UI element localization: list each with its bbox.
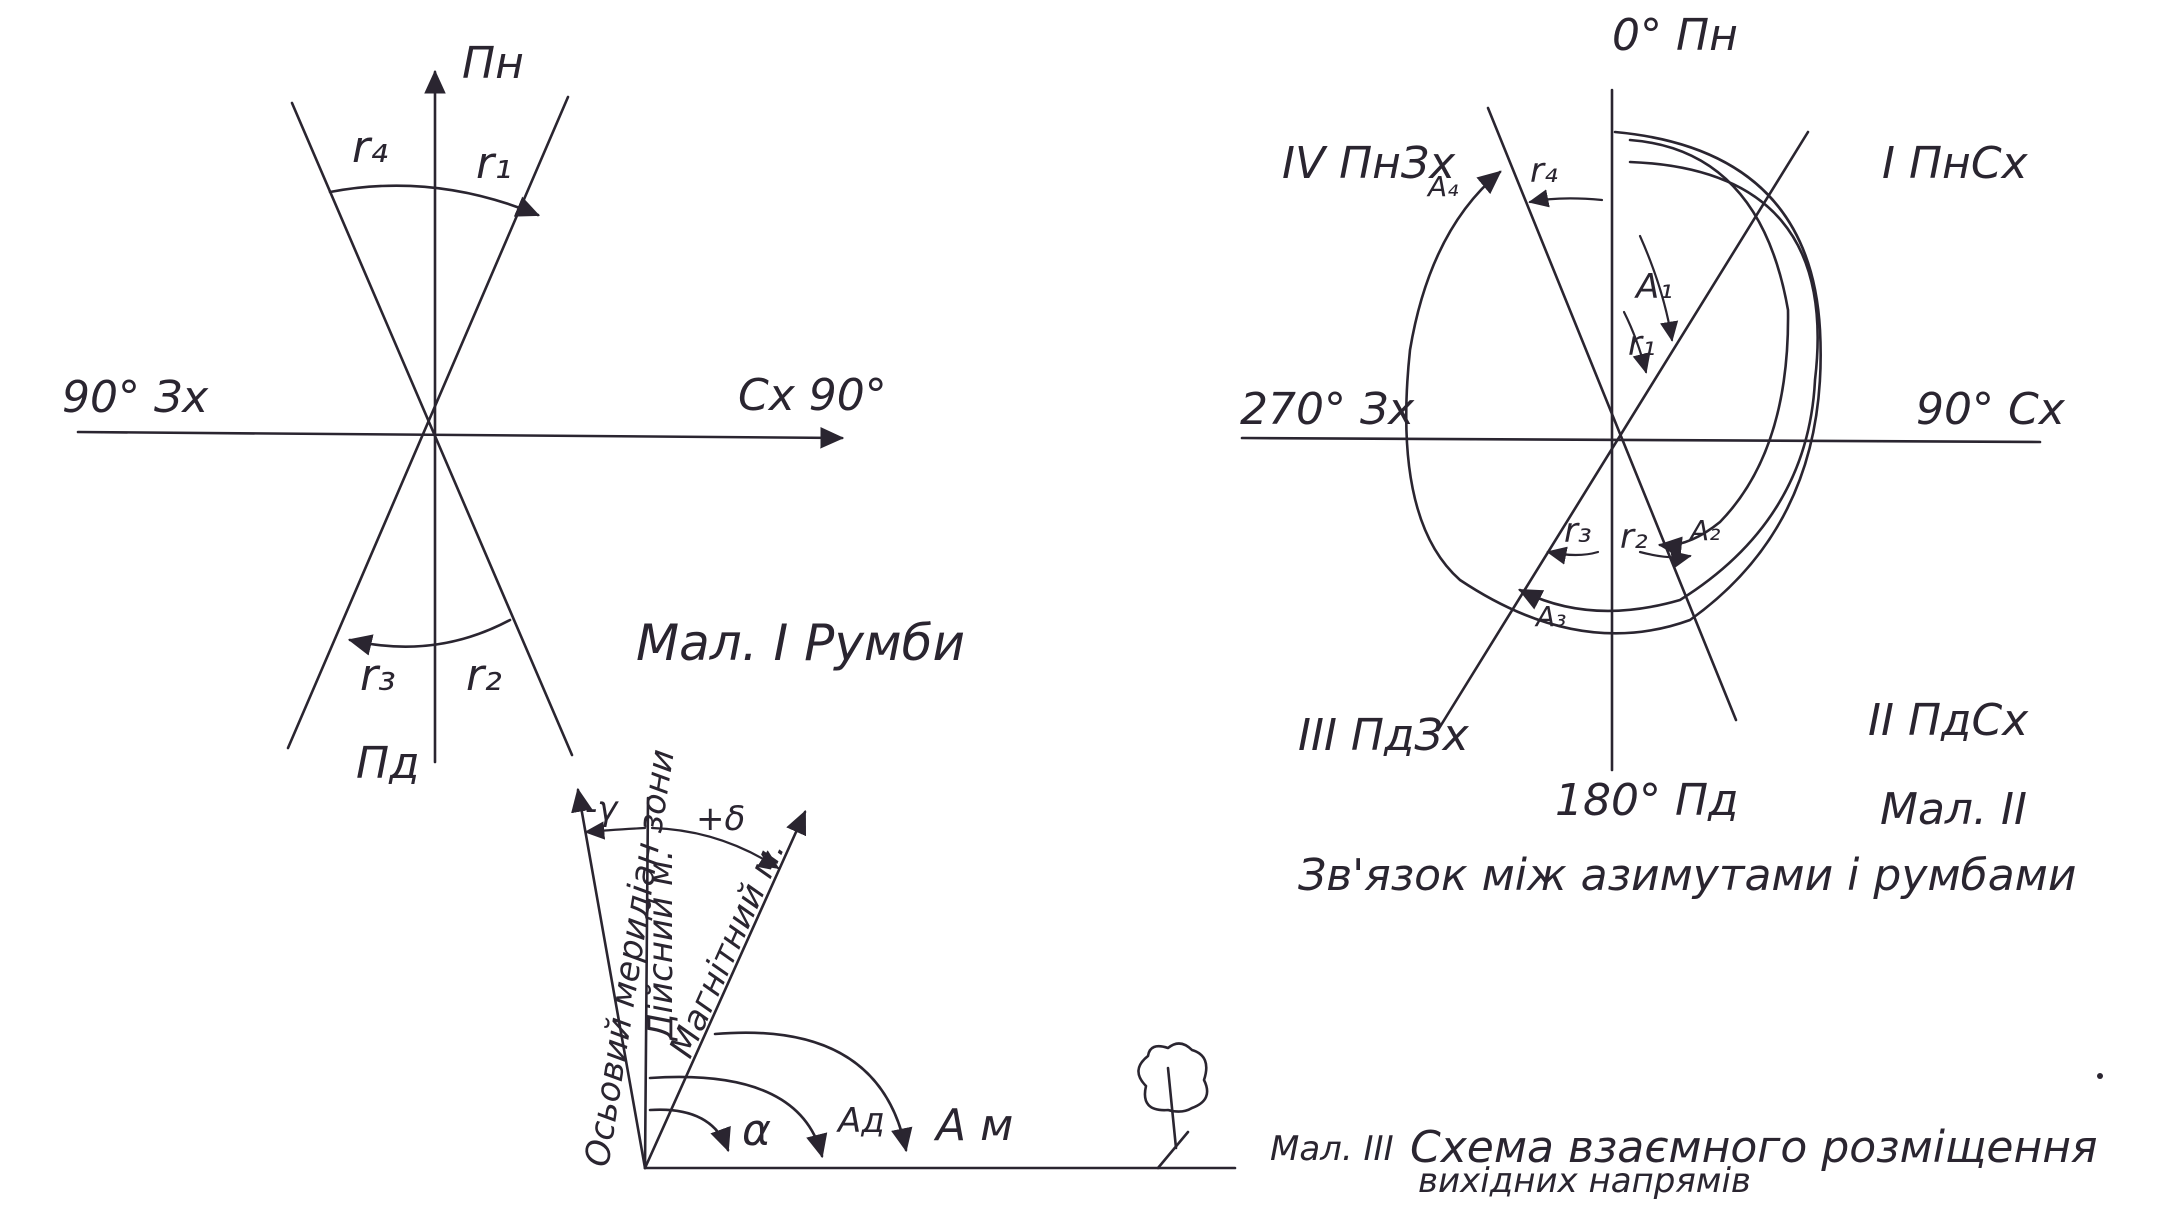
magnetic-meridian-label: Магнітний м.: [662, 834, 793, 1063]
r4-label: r₄: [1530, 151, 1558, 191]
quadrant-4-label: ІV ПнЗх: [1282, 138, 1456, 189]
south-label: Пд: [356, 738, 420, 789]
figure-2-azimuths: 0° Пн 90° Сх 180° Пд 270° Зх І ПнСх ІІ П…: [1240, 10, 2076, 901]
quadrant-2-label: ІІ ПдСх: [1868, 695, 2029, 746]
A2-arc: [1628, 138, 1790, 559]
r2-label: r₂: [1620, 517, 1648, 557]
A3-arc: [1518, 160, 1819, 613]
figure-3-label: Мал. ІІІ: [1270, 1129, 1394, 1169]
axial-meridian-line: [571, 787, 647, 1170]
Am-arc: [713, 1031, 913, 1153]
r1-arc: [328, 184, 540, 217]
east-label: 90° Сх: [1916, 384, 2066, 435]
delta-arc: [650, 826, 780, 870]
true-meridian-line: [643, 796, 650, 1170]
r3-arc: [1546, 546, 1600, 565]
gamma-label: -γ: [585, 789, 619, 829]
alpha-label: α: [742, 1105, 771, 1156]
west-label: 270° Зх: [1240, 384, 1415, 435]
alpha-arc: [648, 1108, 731, 1153]
gamma-arc: [584, 821, 647, 840]
figure-3-caption-line1: Схема взаємного розміщення: [1410, 1122, 2098, 1173]
figure-2-label: Мал. ІІ: [1880, 784, 2027, 835]
quadrant-3-label: ІІІ ПдЗх: [1298, 710, 1470, 761]
figure-1-caption: Мал. І Румби: [636, 614, 965, 672]
figure-2-caption: Зв'язок між азимутами і румбами: [1298, 850, 2076, 901]
north-label: Пн: [462, 38, 524, 89]
r1-label: r₁: [1628, 324, 1656, 364]
magnetic-meridian-line: [643, 810, 807, 1170]
delta-label: +δ: [696, 799, 745, 839]
r3-label: r₃: [1564, 511, 1592, 551]
r4-label: r₄: [352, 122, 388, 173]
east-axis: [76, 426, 845, 449]
r1-label: r₁: [476, 138, 512, 189]
r3-label: r₃: [360, 650, 396, 701]
A1-arc: [1638, 234, 1679, 342]
A4-arc: [1404, 130, 1822, 635]
east-label: Сх 90°: [738, 370, 887, 421]
A4-label: A₄: [1426, 170, 1458, 203]
tree-icon: [1137, 1042, 1209, 1170]
west-label: 90° Зх: [62, 372, 209, 423]
east-west-axis: [1240, 436, 2042, 444]
line-ne-sw: [1436, 130, 1810, 732]
r2-r3-arc: [347, 618, 512, 656]
Ad-label: Aд: [836, 1101, 885, 1141]
A2-label: A₂: [1688, 514, 1720, 547]
ink-dot: [2097, 1073, 2103, 1079]
Am-label: A м: [933, 1100, 1013, 1151]
r2-arc: [1638, 550, 1692, 569]
figure-3-caption-line2: вихідних напрямів: [1418, 1161, 1751, 1201]
r2-label: r₂: [466, 650, 502, 701]
quadrant-1-label: І ПнСх: [1882, 138, 2029, 189]
figure-3-directions: Осьовий меридіан зони Дійсний м. Магнітн…: [571, 747, 2098, 1201]
A1-label: A₁: [1634, 267, 1673, 307]
south-label: 180° Пд: [1555, 775, 1738, 826]
A3-label: A₃: [1534, 600, 1566, 633]
r4-arc: [1528, 189, 1604, 208]
figure-1-rhumbs: Пн Пд 90° Зх Сх 90° r₁ r₄ r₂ r₃ Мал. І Р…: [62, 38, 965, 789]
true-meridian-label: Дійсний м.: [641, 850, 681, 1043]
north-label: 0° Пн: [1612, 10, 1738, 61]
Ad-arc: [648, 1075, 828, 1159]
rhumb-line-a: [290, 101, 574, 757]
r1-arc: [1622, 310, 1651, 374]
